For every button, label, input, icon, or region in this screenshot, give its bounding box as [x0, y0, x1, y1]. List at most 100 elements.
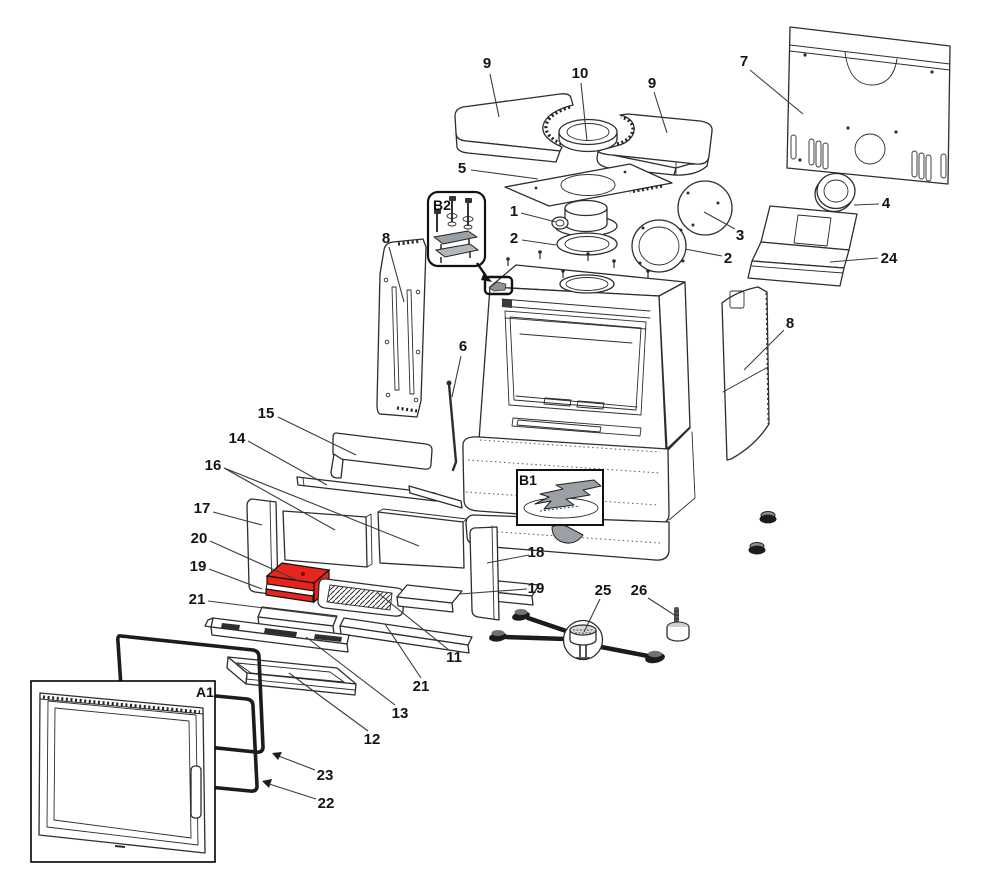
part-pedestal-base [489, 609, 665, 664]
callout-label: 12 [364, 731, 381, 748]
callout-2-right: 2 [684, 248, 732, 267]
callout-label: 5 [458, 160, 466, 177]
callout-label: 26 [631, 582, 648, 599]
part-top-lid [558, 118, 618, 153]
part-large-ring [631, 219, 687, 273]
callout-label: 8 [786, 315, 794, 332]
callout-21-left: 21 [189, 591, 337, 618]
inset-label-b2: B2 [433, 197, 451, 213]
callout-label: 23 [317, 767, 334, 784]
part-rod [446, 380, 458, 472]
part-gasket-ring [556, 232, 618, 256]
part-firebrick-right [377, 508, 468, 569]
callout-label: 1 [510, 203, 518, 220]
fastener-set [433, 196, 480, 263]
callout-5: 5 [458, 160, 539, 180]
callout-24: 24 [829, 250, 898, 267]
inset-b1 [516, 469, 604, 526]
callout-label: 10 [572, 65, 589, 82]
callout-9-top-right: 9 [648, 75, 668, 134]
callout-label: 3 [736, 227, 744, 244]
part-rubber-feet [748, 511, 777, 555]
callout-14: 14 [229, 430, 328, 486]
callout-25: 25 [583, 582, 612, 633]
b2-target-highlight [483, 275, 514, 296]
callout-12: 12 [288, 672, 381, 748]
callout-8-right: 8 [743, 315, 794, 371]
callout-label: 24 [881, 250, 898, 267]
part-side-panel-left [376, 238, 427, 418]
callout-label: 25 [595, 582, 612, 599]
callout-17: 17 [194, 500, 263, 526]
callout-label: 22 [318, 795, 335, 812]
callout-4: 4 [853, 195, 891, 212]
callout-label: 2 [510, 230, 518, 247]
inset-label-b1: B1 [519, 472, 537, 488]
callout-9-top-left: 9 [483, 55, 500, 118]
callout-label: 4 [882, 195, 891, 212]
callout-label: 9 [648, 75, 656, 92]
inset-b2 [426, 190, 492, 282]
callout-1: 1 [510, 203, 557, 223]
callout-label: 17 [194, 500, 211, 517]
callout-label: 6 [459, 338, 467, 355]
callout-16: 16 [205, 457, 420, 547]
callout-label: 19 [190, 558, 207, 575]
part-side-panel-right [721, 286, 770, 461]
part-slotted-bar [204, 617, 350, 653]
part-grate [317, 578, 405, 617]
callout-3: 3 [703, 211, 744, 244]
callout-label: 7 [740, 53, 748, 70]
part-bottom-plate-right1 [396, 584, 463, 613]
part-oval-collar [814, 172, 856, 213]
part-blanking-disc [677, 180, 733, 236]
callout-label: 15 [258, 405, 275, 422]
callout-label: 14 [229, 430, 246, 447]
part-rear-bracket [747, 205, 858, 287]
callout-15: 15 [258, 405, 357, 456]
part-ash-pan [226, 656, 357, 696]
callout-label: 2 [724, 250, 732, 267]
callout-18: 18 [486, 544, 545, 564]
callout-label: 11 [446, 649, 462, 666]
part-inner-top-plate [504, 163, 673, 207]
callout-19-right: 19 [459, 580, 544, 597]
callout-label: 20 [191, 530, 208, 547]
part-leveling-foot [666, 607, 690, 642]
part-retainer-bar-right [339, 617, 473, 654]
callout-label: 18 [528, 544, 545, 561]
callout-8-left: 8 [382, 230, 405, 303]
callout-21-right: 21 [384, 623, 430, 695]
part-side-brick-right [469, 525, 500, 621]
callout-label: 21 [413, 678, 430, 695]
callout-label: 13 [392, 705, 409, 722]
part-rear-heat-shield [786, 26, 951, 185]
callout-10: 10 [572, 65, 589, 142]
callout-19-left: 19 [190, 558, 263, 590]
callout-label: 8 [382, 230, 390, 247]
part-firebrick-left [282, 510, 373, 568]
callout-13: 13 [305, 636, 409, 722]
callout-6: 6 [451, 338, 467, 398]
callout-20: 20 [191, 530, 300, 582]
callout-label: 21 [189, 591, 206, 608]
part-baffle-plate [330, 432, 433, 479]
callout-label: 9 [483, 55, 491, 72]
inset-label-a1: A1 [196, 684, 214, 700]
highlighted-part[interactable] [265, 562, 331, 604]
callout-22: 22 [262, 779, 334, 812]
part-retainer-strip [296, 476, 463, 509]
part-flue-collar [551, 199, 618, 237]
callout-label: 16 [205, 457, 222, 474]
part-top-plate-right [596, 113, 713, 176]
callout-11: 11 [377, 592, 462, 666]
callout-7: 7 [740, 53, 804, 115]
inset-a1 [30, 680, 216, 863]
part-stove-body [478, 250, 691, 451]
part-door [38, 692, 206, 854]
callout-23: 23 [272, 752, 333, 784]
part-top-plate-left [454, 93, 574, 163]
callout-2-upper: 2 [510, 230, 557, 247]
